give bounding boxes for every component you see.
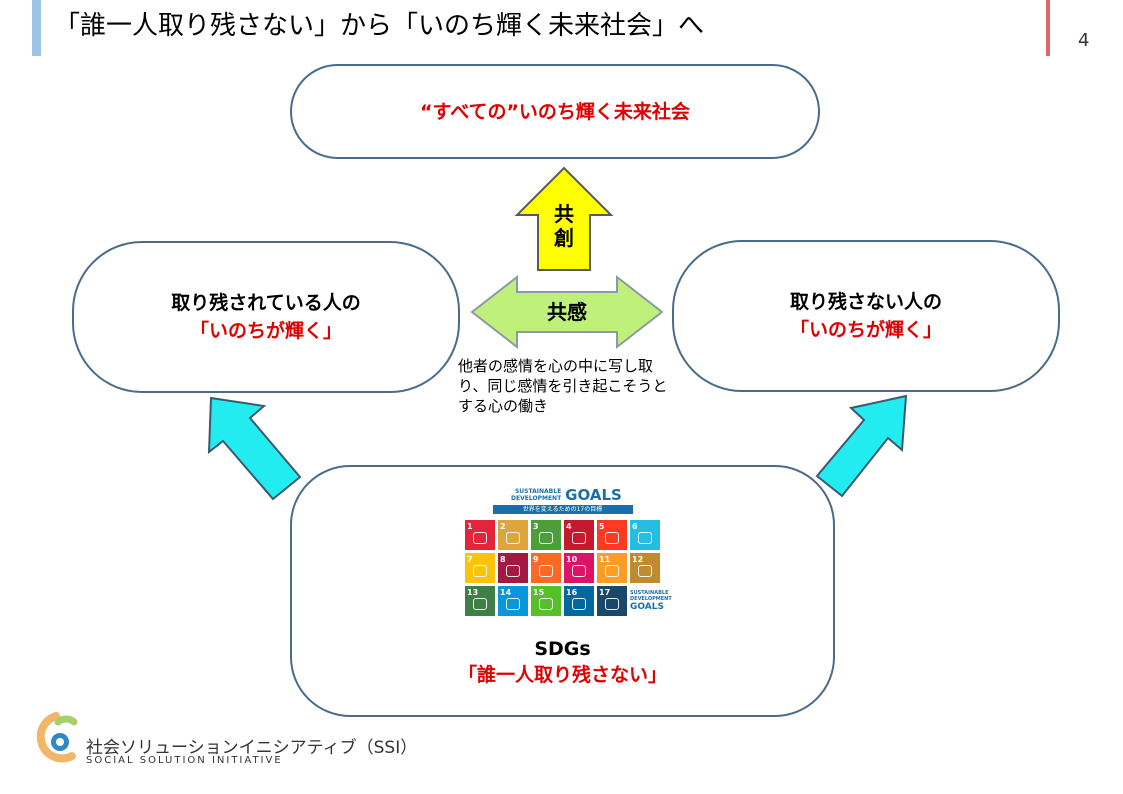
co-creation-label-line2: 創 bbox=[554, 226, 574, 250]
sdg-tile-icon bbox=[638, 565, 652, 577]
sdg-tile-3: 3 bbox=[531, 520, 561, 550]
sdg-goals-tile-word: GOALS bbox=[630, 602, 664, 612]
co-creation-label-line1: 共 bbox=[554, 202, 574, 226]
sdg-tile-12: 12 bbox=[630, 553, 660, 583]
header-right-accent bbox=[1046, 0, 1050, 56]
sdg-tile-9: 9 bbox=[531, 553, 561, 583]
sdg-tile-13: 13 bbox=[465, 586, 495, 616]
sdgs-subtitle: 世界を変えるための17の目標 bbox=[492, 505, 633, 514]
left-behind-node: 取り残されている人の 「いのちが輝く」 bbox=[72, 241, 460, 393]
sdgs-header-word: GOALS bbox=[565, 486, 622, 504]
page-title: 「誰一人取り残さない」から「いのち輝く未来社会」へ bbox=[54, 11, 705, 41]
sdg-tile-2: 2 bbox=[498, 520, 528, 550]
sdg-goals-tile-line1: SUSTAINABLE DEVELOPMENT bbox=[630, 590, 672, 602]
not-leaving-behind-line1: 取り残さない人の bbox=[789, 291, 942, 313]
sdg-tile-icon bbox=[605, 532, 619, 544]
sdg-tile-icon bbox=[473, 598, 487, 610]
sdg-tile-17: 17 bbox=[597, 586, 627, 616]
sdg-tile-icon bbox=[572, 565, 586, 577]
left-diagonal-arrow bbox=[207, 396, 302, 501]
sdg-tile-7: 7 bbox=[465, 553, 495, 583]
sdg-tile-icon bbox=[572, 532, 586, 544]
sdg-tile-4: 4 bbox=[564, 520, 594, 550]
sdg-tile-icon bbox=[506, 565, 520, 577]
sdg-tile-1: 1 bbox=[465, 520, 495, 550]
page-number: 4 bbox=[1078, 30, 1090, 51]
sdg-tile-icon bbox=[506, 598, 520, 610]
sdgs-header-line1: SUSTAINABLE DEVELOPMENT bbox=[511, 488, 562, 502]
co-creation-label: 共 創 bbox=[540, 202, 588, 250]
empathy-caption: 他者の感情を心の中に写し取り、同じ感情を引き起こそうとする心の働き bbox=[458, 357, 668, 415]
right-diagonal-arrow bbox=[815, 394, 908, 498]
org-name-jp: 社会ソリューションイニシアティブ（SSI） bbox=[86, 738, 418, 758]
future-society-text: “すべての”いのち輝く未来社会 bbox=[420, 100, 690, 123]
sdgs-logo: SUSTAINABLE DEVELOPMENT GOALS 世界を変えるための1… bbox=[465, 486, 672, 616]
sdg-tile-icon bbox=[506, 532, 520, 544]
sdg-tile-icon bbox=[539, 532, 553, 544]
sdgs-node: SUSTAINABLE DEVELOPMENT GOALS 世界を変えるための1… bbox=[290, 465, 835, 717]
sdg-tile-icon bbox=[539, 598, 553, 610]
sdg-tile-icon bbox=[572, 598, 586, 610]
future-society-node: “すべての”いのち輝く未来社会 bbox=[290, 64, 820, 159]
sdg-tile-icon bbox=[605, 565, 619, 577]
sdg-tile-8: 8 bbox=[498, 553, 528, 583]
sdg-tile-16: 16 bbox=[564, 586, 594, 616]
left-behind-line1: 取り残されている人の bbox=[171, 292, 361, 314]
ssi-logo-icon bbox=[36, 712, 78, 763]
sdg-tile-icon bbox=[473, 565, 487, 577]
sdg-tile-14: 14 bbox=[498, 586, 528, 616]
empathy-label: 共感 bbox=[547, 300, 587, 324]
sdg-tile-icon bbox=[605, 598, 619, 610]
sdg-tile-15: 15 bbox=[531, 586, 561, 616]
sdg-tile-10: 10 bbox=[564, 553, 594, 583]
sdg-tile-6: 6 bbox=[630, 520, 660, 550]
sdg-tile-11: 11 bbox=[597, 553, 627, 583]
sdg-tile-icon bbox=[473, 532, 487, 544]
org-name-en: SOCIAL SOLUTION INITIATIVE bbox=[86, 755, 283, 766]
sdgs-label: SDGs bbox=[534, 638, 591, 660]
sdgs-motto: 「誰一人取り残さない」 bbox=[457, 664, 667, 686]
not-leaving-behind-line2: 「いのちが輝く」 bbox=[789, 319, 942, 341]
sdg-tile-icon bbox=[539, 565, 553, 577]
left-behind-line2: 「いのちが輝く」 bbox=[189, 320, 342, 342]
title-accent-bar bbox=[32, 0, 41, 56]
not-leaving-behind-node: 取り残さない人の 「いのちが輝く」 bbox=[672, 240, 1060, 392]
sdg-tile-icon bbox=[638, 532, 652, 544]
sdg-tile-5: 5 bbox=[597, 520, 627, 550]
co-creation-up-arrow bbox=[514, 166, 614, 271]
empathy-double-arrow bbox=[470, 274, 664, 350]
